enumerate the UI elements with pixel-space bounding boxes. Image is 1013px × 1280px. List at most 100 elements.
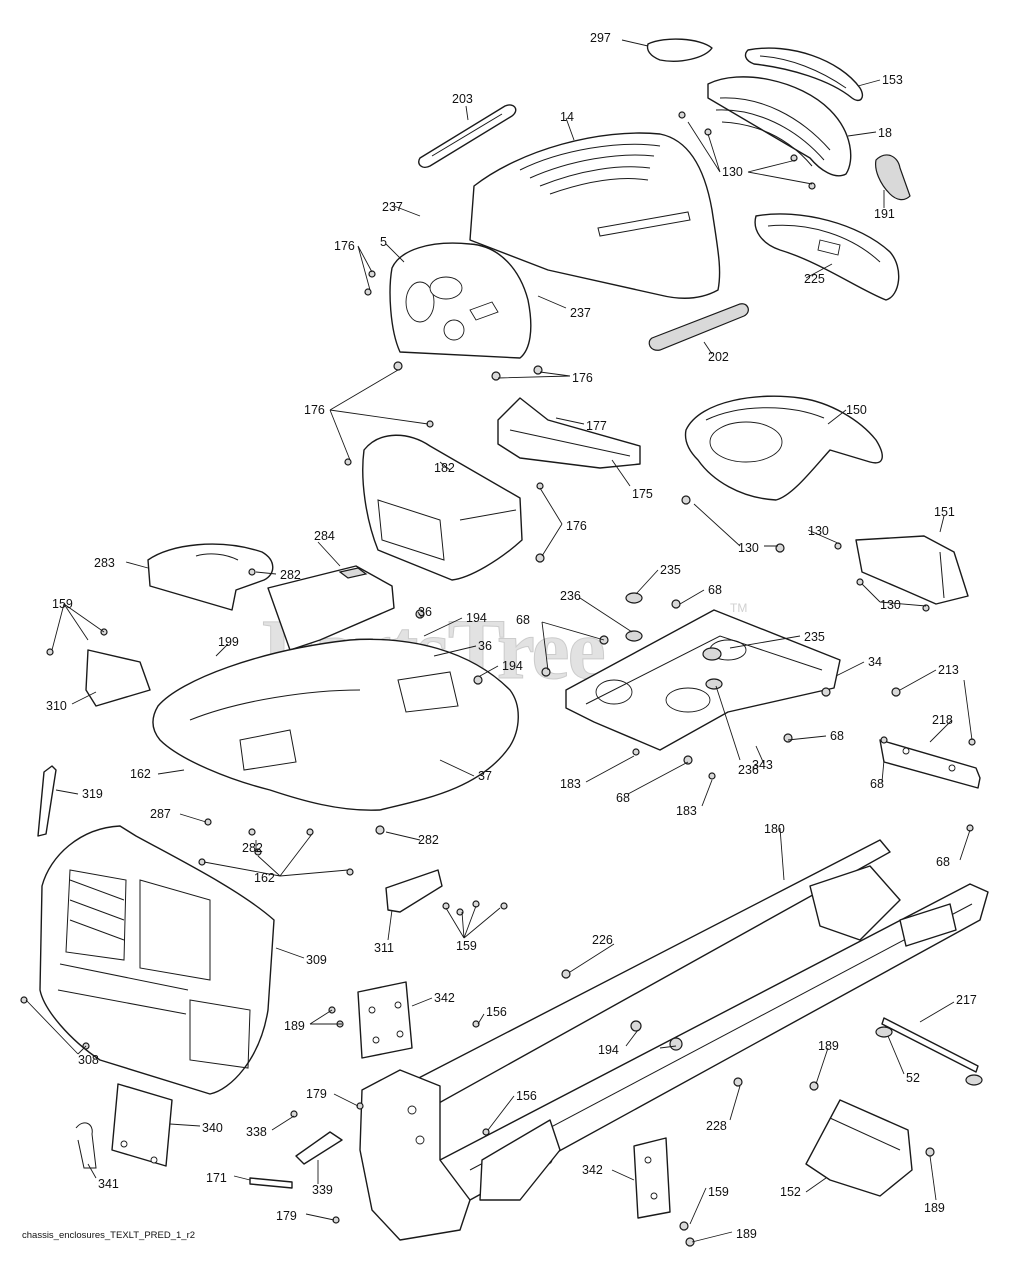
- callout-5[interactable]: 5: [380, 235, 387, 249]
- callout-235-lower[interactable]: 235: [804, 630, 825, 644]
- callout-68-frame[interactable]: 68: [936, 855, 950, 869]
- callout-159-lower[interactable]: 159: [456, 939, 477, 953]
- part-frame-front-plate[interactable]: [359, 1069, 471, 1241]
- callout-68-platform[interactable]: 68: [616, 791, 630, 805]
- part-37-fender[interactable]: [152, 638, 519, 811]
- callout-176-left[interactable]: 176: [304, 403, 325, 417]
- part-235-bushing[interactable]: [625, 592, 643, 604]
- callout-340[interactable]: 340: [202, 1121, 223, 1135]
- part-236-bushing[interactable]: [625, 630, 643, 642]
- callout-341[interactable]: 341: [98, 1177, 119, 1191]
- callout-342[interactable]: 342: [434, 991, 455, 1005]
- part-152-skid-plate[interactable]: [805, 1099, 913, 1197]
- callout-68-left[interactable]: 68: [516, 613, 530, 627]
- callout-199[interactable]: 199: [218, 635, 239, 649]
- callout-202[interactable]: 202: [708, 350, 729, 364]
- callout-189-skid[interactable]: 189: [924, 1201, 945, 1215]
- part-339-lever[interactable]: [295, 1131, 343, 1165]
- part-5-dash-panel[interactable]: [389, 242, 532, 359]
- callout-171[interactable]: 171: [206, 1171, 227, 1185]
- part-319-bar[interactable]: [37, 765, 57, 837]
- callout-309[interactable]: 309: [306, 953, 327, 967]
- callout-18[interactable]: 18: [878, 126, 892, 140]
- callout-343[interactable]: 343: [752, 758, 773, 772]
- part-342-plate-lower[interactable]: [633, 1137, 671, 1219]
- callout-339[interactable]: 339: [312, 1183, 333, 1197]
- callout-36-lower[interactable]: 36: [478, 639, 492, 653]
- callout-156[interactable]: 156: [486, 1005, 507, 1019]
- callout-68-bracket[interactable]: 68: [870, 777, 884, 791]
- callout-237[interactable]: 237: [382, 200, 403, 214]
- part-341-clip[interactable]: [75, 1122, 97, 1169]
- callout-189-bottom[interactable]: 189: [736, 1227, 757, 1241]
- callout-194-lower[interactable]: 194: [502, 659, 523, 673]
- callout-130-lower[interactable]: 130: [880, 598, 901, 612]
- part-309-front-grille[interactable]: [39, 825, 275, 1095]
- callout-183[interactable]: 183: [560, 777, 581, 791]
- callout-338[interactable]: 338: [246, 1125, 267, 1139]
- part-297-lens[interactable]: [646, 38, 713, 62]
- part-14-hood[interactable]: [469, 132, 721, 299]
- callout-282-lower[interactable]: 282: [242, 841, 263, 855]
- callout-130[interactable]: 130: [722, 165, 743, 179]
- callout-36[interactable]: 36: [418, 605, 432, 619]
- callout-182[interactable]: 182: [434, 461, 455, 475]
- callout-194[interactable]: 194: [466, 611, 487, 625]
- callout-308[interactable]: 308: [78, 1053, 99, 1067]
- part-218-bracket[interactable]: [879, 739, 981, 789]
- callout-68-right[interactable]: 68: [830, 729, 844, 743]
- callout-310[interactable]: 310: [46, 699, 67, 713]
- callout-342-lower[interactable]: 342: [582, 1163, 603, 1177]
- part-34-platform[interactable]: [565, 609, 841, 751]
- callout-68[interactable]: 68: [708, 583, 722, 597]
- callout-194-frame[interactable]: 194: [598, 1043, 619, 1057]
- callout-235[interactable]: 235: [660, 563, 681, 577]
- callout-225[interactable]: 225: [804, 272, 825, 286]
- callout-130-bracket[interactable]: 130: [808, 524, 829, 538]
- callout-162-lower[interactable]: 162: [254, 871, 275, 885]
- part-342-plate-upper[interactable]: [357, 981, 413, 1059]
- callout-287[interactable]: 287: [150, 807, 171, 821]
- part-171-pin[interactable]: [249, 1177, 293, 1189]
- part-340-panel[interactable]: [111, 1083, 173, 1167]
- callout-34[interactable]: 34: [868, 655, 882, 669]
- callout-282-right[interactable]: 282: [418, 833, 439, 847]
- callout-319[interactable]: 319: [82, 787, 103, 801]
- part-225-lower-grille[interactable]: [754, 213, 900, 301]
- callout-151[interactable]: 151: [934, 505, 955, 519]
- callout-14[interactable]: 14: [560, 110, 574, 124]
- callout-236-lower[interactable]: 236: [738, 763, 759, 777]
- callout-218[interactable]: 218: [932, 713, 953, 727]
- callout-180[interactable]: 180: [764, 822, 785, 836]
- callout-237-lower[interactable]: 237: [570, 306, 591, 320]
- part-182-lower-dash[interactable]: [362, 434, 523, 581]
- callout-130-shroud[interactable]: 130: [738, 541, 759, 555]
- callout-203[interactable]: 203: [452, 92, 473, 106]
- callout-176-right[interactable]: 176: [572, 371, 593, 385]
- part-52-washer-right[interactable]: [965, 1074, 983, 1086]
- part-311-bracket[interactable]: [385, 869, 443, 913]
- callout-37[interactable]: 37: [478, 769, 492, 783]
- part-283-cover[interactable]: [147, 543, 274, 611]
- callout-152[interactable]: 152: [780, 1185, 801, 1199]
- callout-153[interactable]: 153: [882, 73, 903, 87]
- callout-183-lower[interactable]: 183: [676, 804, 697, 818]
- callout-217[interactable]: 217: [956, 993, 977, 1007]
- part-52-washer[interactable]: [875, 1026, 893, 1038]
- callout-191[interactable]: 191: [874, 207, 895, 221]
- part-175-bracket[interactable]: [497, 397, 641, 469]
- part-217-bolt[interactable]: [881, 1017, 979, 1073]
- part-235-bushing-lower[interactable]: [702, 647, 722, 661]
- part-151-bracket[interactable]: [855, 535, 969, 605]
- callout-189-right[interactable]: 189: [818, 1039, 839, 1053]
- part-310-bracket[interactable]: [85, 649, 151, 707]
- callout-236[interactable]: 236: [560, 589, 581, 603]
- callout-213[interactable]: 213: [938, 663, 959, 677]
- callout-284[interactable]: 284: [314, 529, 335, 543]
- part-202-rail[interactable]: [648, 303, 749, 351]
- callout-179[interactable]: 179: [306, 1087, 327, 1101]
- callout-228[interactable]: 228: [706, 1119, 727, 1133]
- part-191-latch[interactable]: [875, 154, 911, 201]
- callout-159[interactable]: 159: [52, 597, 73, 611]
- callout-176[interactable]: 176: [334, 239, 355, 253]
